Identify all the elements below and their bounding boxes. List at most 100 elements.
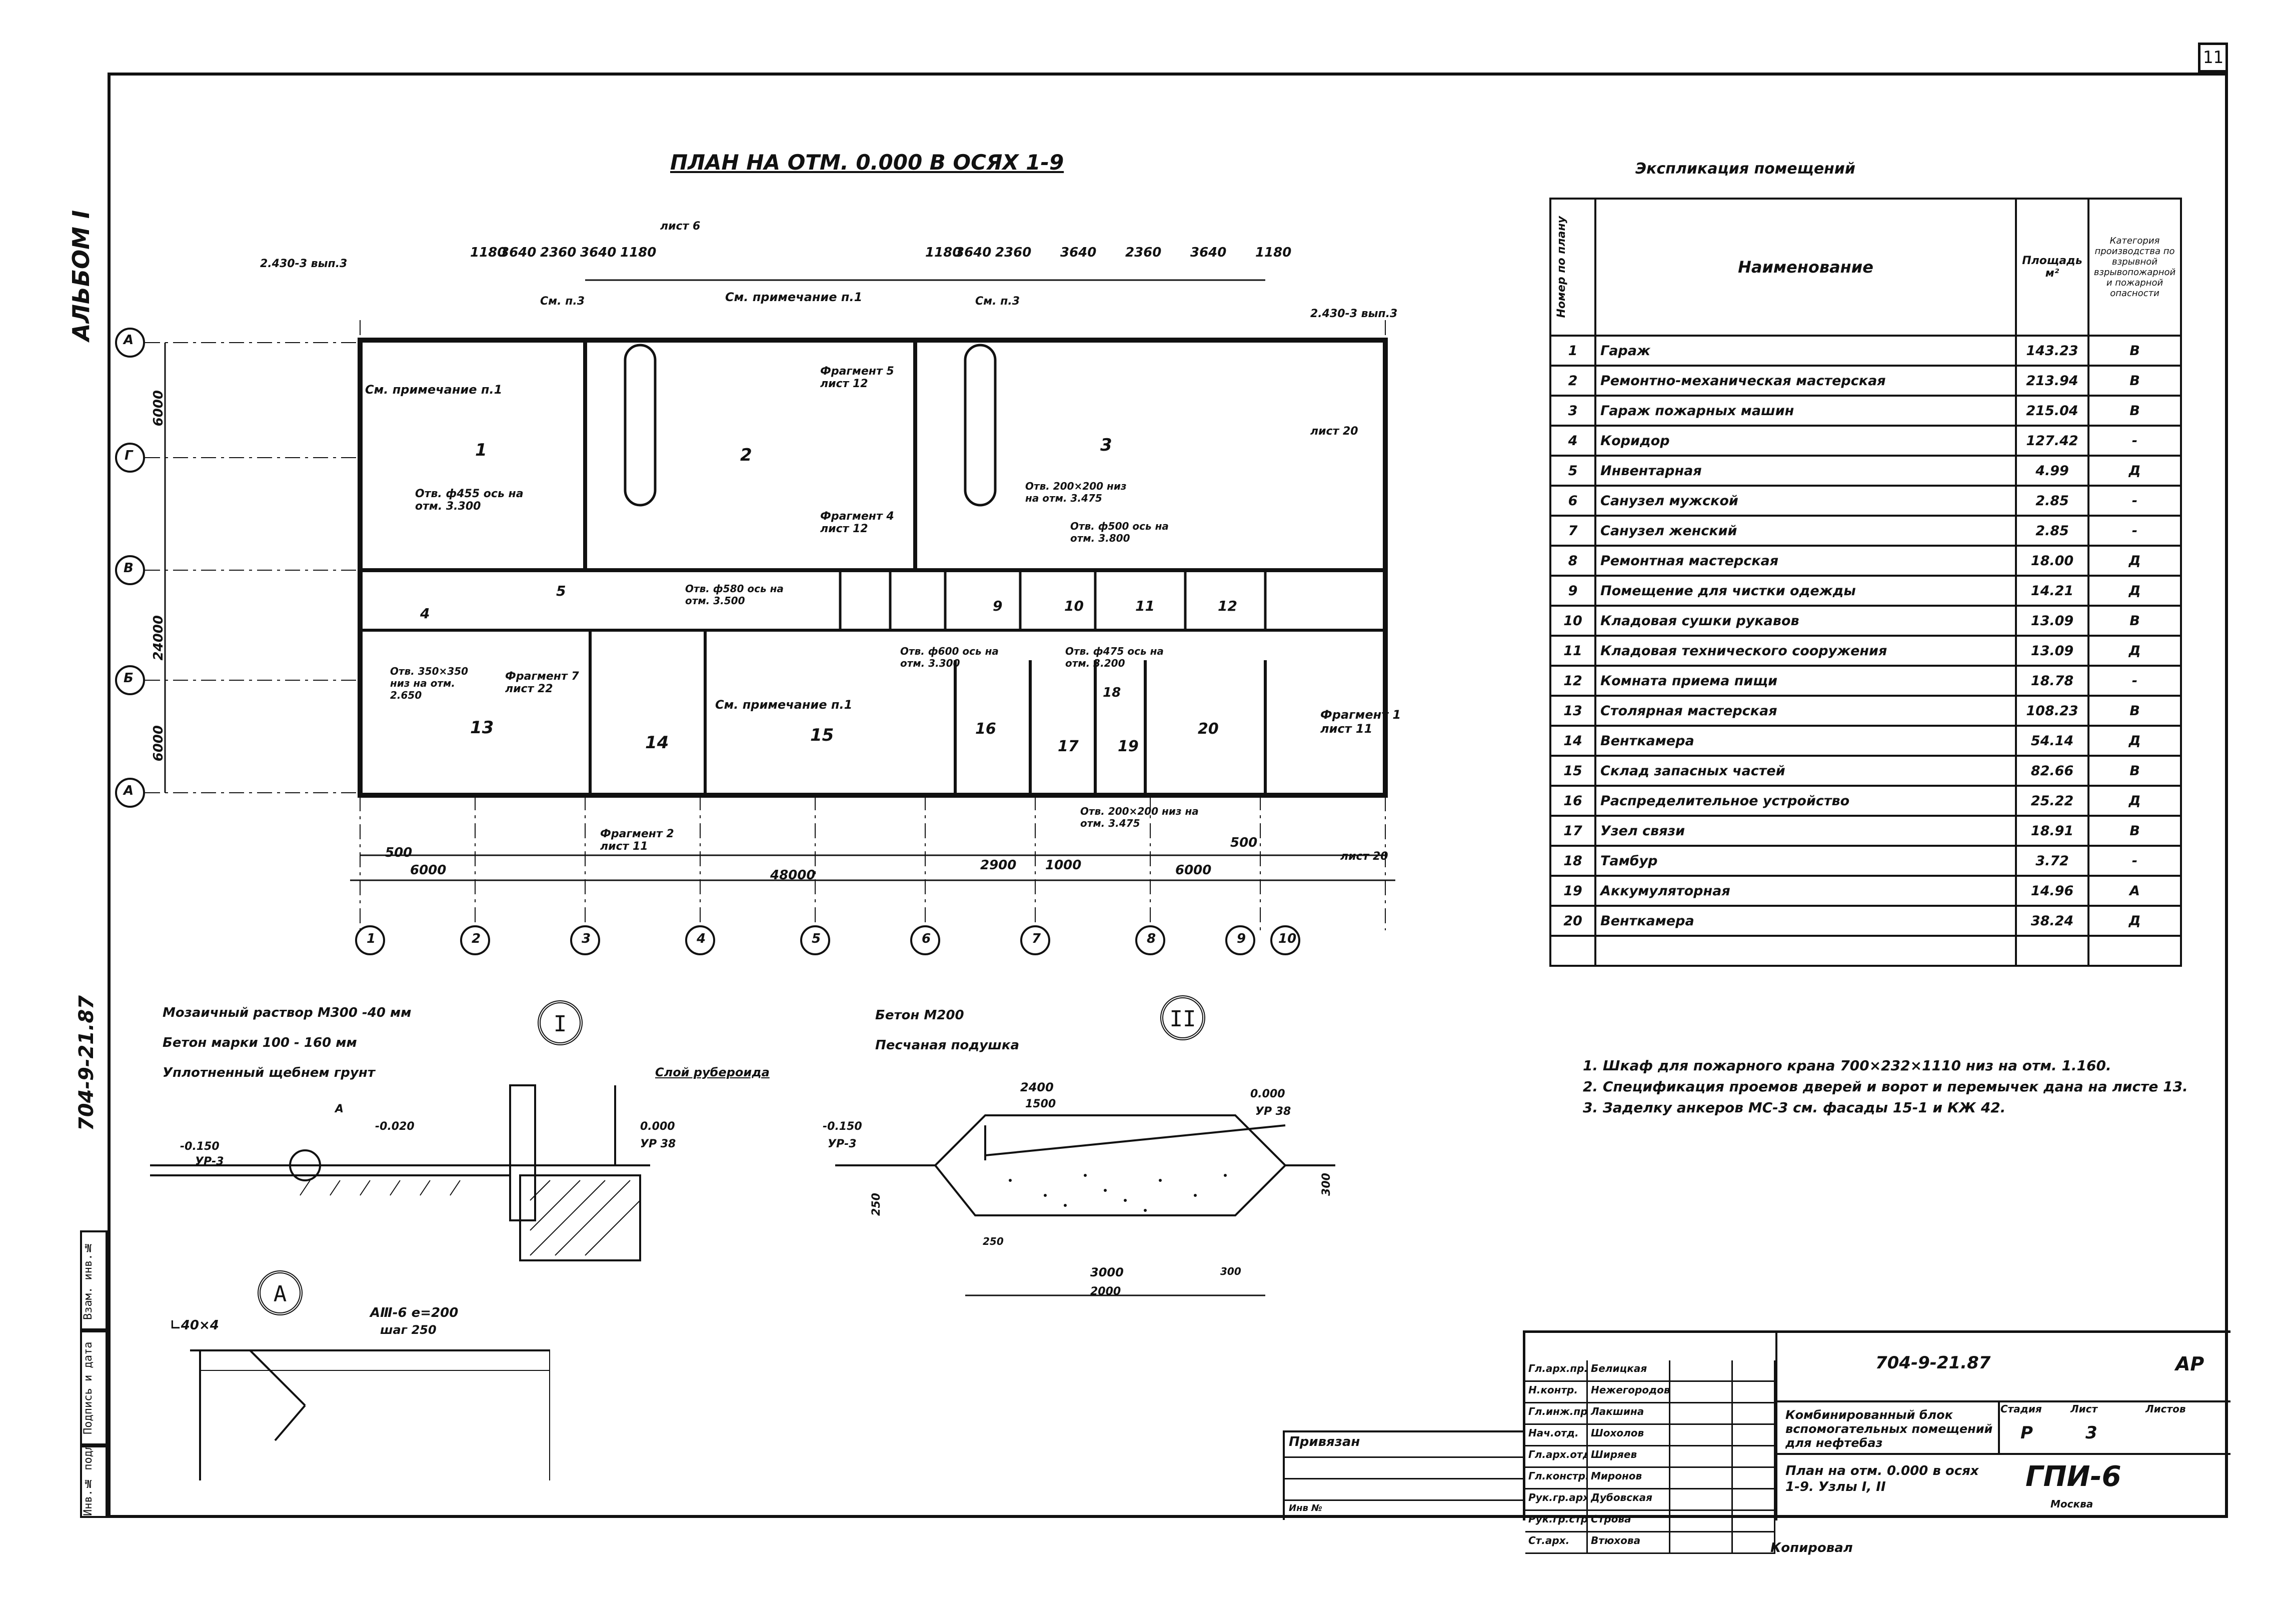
- signer-role: Ст.арх.: [1525, 1532, 1588, 1552]
- axis-row-a-bottom: А: [124, 783, 134, 798]
- explication-cell-cat: В: [2087, 605, 2182, 637]
- general-note-1: 1. Шкаф для пожарного крана 700×232×1110…: [1583, 1057, 2111, 1074]
- detail-II-layer-1: Бетон М200: [875, 1008, 964, 1023]
- dim-top-2: 3640: [500, 245, 537, 260]
- header-name: Наименование: [1594, 198, 2017, 337]
- explication-cell-num: 2: [1549, 365, 1596, 397]
- signer-signature: [1670, 1446, 1733, 1466]
- explication-cell-cat: Д: [2087, 455, 2182, 487]
- note-hole-200: Отв. 200×200 низ на отм. 3.475: [1025, 480, 1127, 504]
- axis-col-9: 9: [1237, 931, 1246, 946]
- signer-row: Рук.гр.стр.Строва: [1525, 1511, 1775, 1532]
- explication-cell-cat: В: [2087, 755, 2182, 787]
- sheets-label: Листов: [2145, 1403, 2186, 1415]
- signer-row: Гл.инж.пр.Лакшина: [1525, 1403, 1775, 1425]
- explication-cell-area: 4.99: [2015, 455, 2089, 487]
- explication-cell-num: 10: [1549, 605, 1596, 637]
- dim-top-12: 1180: [1255, 245, 1292, 260]
- explication-cell-name: Кладовая технического сооружения: [1594, 635, 2017, 667]
- stamp-orig-inv: Инв.№ подл.: [80, 1445, 108, 1518]
- detail-I-mark-1: -0.150: [180, 1140, 220, 1153]
- room-3: 3: [1100, 435, 1112, 455]
- stage-label: Стадия: [2000, 1403, 2042, 1415]
- detail-II-dim-4: 300: [1320, 1173, 1333, 1196]
- explication-cell-name: Коридор: [1594, 425, 2017, 457]
- axis-row-v: В: [124, 561, 134, 576]
- plan-title: ПЛАН НА ОТМ. 0.000 В ОСЯХ 1-9: [670, 150, 1064, 175]
- signer-row: Н.контр.Нежегородова: [1525, 1382, 1775, 1403]
- detail-II-mark-3: 0.000: [1250, 1088, 1285, 1100]
- header-area: Площадь м²: [2015, 198, 2089, 337]
- signer-role: Нач.отд.: [1525, 1425, 1588, 1445]
- explication-cell-num: 8: [1549, 545, 1596, 577]
- axis-row-b: Б: [124, 671, 134, 686]
- note-hole-580: Отв. ф580 ось на отм. 3.500: [685, 583, 784, 607]
- detail-II-layer-2: Песчаная подушка: [875, 1038, 1020, 1053]
- explication-cell-num: 19: [1549, 875, 1596, 907]
- explication-cell-area: 2.85: [2015, 485, 2089, 517]
- signer-date: [1733, 1532, 1775, 1552]
- explication-cell-area: 213.94: [2015, 365, 2089, 397]
- explication-cell-cat: -: [2087, 515, 2182, 547]
- explication-cell-name: Венткамера: [1594, 725, 2017, 757]
- dim-top-10: 2360: [1125, 245, 1162, 260]
- explication-cell-cat: Д: [2087, 575, 2182, 607]
- signer-row: Ст.арх.Втюхова: [1525, 1532, 1775, 1554]
- explication-cell-area: 215.04: [2015, 395, 2089, 427]
- signer-signature: [1670, 1425, 1733, 1445]
- detail-I-layer-1: Мозаичный раствор М300 -40 мм: [163, 1005, 412, 1020]
- detail-II-marker: II: [1160, 995, 1205, 1040]
- room-18: 18: [1103, 685, 1121, 700]
- signer-signature: [1670, 1360, 1733, 1380]
- explication-cell-cat: В: [2087, 335, 2182, 367]
- detail-II-dim-5: 3000: [1090, 1265, 1124, 1279]
- explication-cell-area: 143.23: [2015, 335, 2089, 367]
- detail-I-mark-3: -0.020: [375, 1120, 415, 1133]
- detail-II-dim-7: 250: [983, 1235, 1004, 1247]
- explication-cell-name: Кладовая сушки рукавов: [1594, 605, 2017, 637]
- signer-date: [1733, 1468, 1775, 1488]
- detail-I-layers: Мозаичный раствор М300 -40 мм Бетон марк…: [163, 998, 412, 1088]
- note-hole-500: Отв. ф500 ось на отм. 3.800: [1070, 520, 1169, 544]
- note-fragment-1: Фрагмент 1 лист 11: [1320, 708, 1401, 736]
- room-5: 5: [556, 583, 566, 599]
- axis-col-2: 2: [472, 931, 481, 946]
- detail-A-drawing: [190, 1349, 550, 1480]
- explication-cell-area: 3.72: [2015, 845, 2089, 877]
- room-13: 13: [470, 718, 494, 738]
- explication-cell-cat: Д: [2087, 545, 2182, 577]
- signer-date: [1733, 1382, 1775, 1402]
- room-15: 15: [810, 725, 834, 745]
- explication-cell-cat: В: [2087, 695, 2182, 727]
- explication-cell-area: 2.85: [2015, 515, 2089, 547]
- explication-cell-cat: Д: [2087, 635, 2182, 667]
- room-2: 2: [740, 445, 752, 465]
- note-see-1c: См. примечание п.1: [715, 698, 853, 712]
- explication-cell-cat: -: [2087, 425, 2182, 457]
- room-19: 19: [1118, 738, 1139, 755]
- explication-cell-area: 14.96: [2015, 875, 2089, 907]
- explication-cell-name: Инвентарная: [1594, 455, 2017, 487]
- side-doc-code: 704-9-21.87: [75, 995, 98, 1131]
- explication-cell-num: 13: [1549, 695, 1596, 727]
- detail-II-mark-2: УР-3: [828, 1138, 857, 1150]
- explication-cell-area: 38.24: [2015, 905, 2089, 937]
- signer-row: Нач.отд.Шохолов: [1525, 1425, 1775, 1446]
- axis-col-1: 1: [367, 931, 376, 946]
- explication-cell-num: 9: [1549, 575, 1596, 607]
- explication-cell-area: 13.09: [2015, 635, 2089, 667]
- explication-cell-cat: [2087, 935, 2182, 967]
- axis-col-8: 8: [1147, 931, 1156, 946]
- explication-cell-num: 18: [1549, 845, 1596, 877]
- note-hole-200b: Отв. 200×200 низ на отм. 3.475: [1080, 805, 1199, 829]
- explication-cell-name: Санузел женский: [1594, 515, 2017, 547]
- detail-A-marker: А: [258, 1270, 303, 1315]
